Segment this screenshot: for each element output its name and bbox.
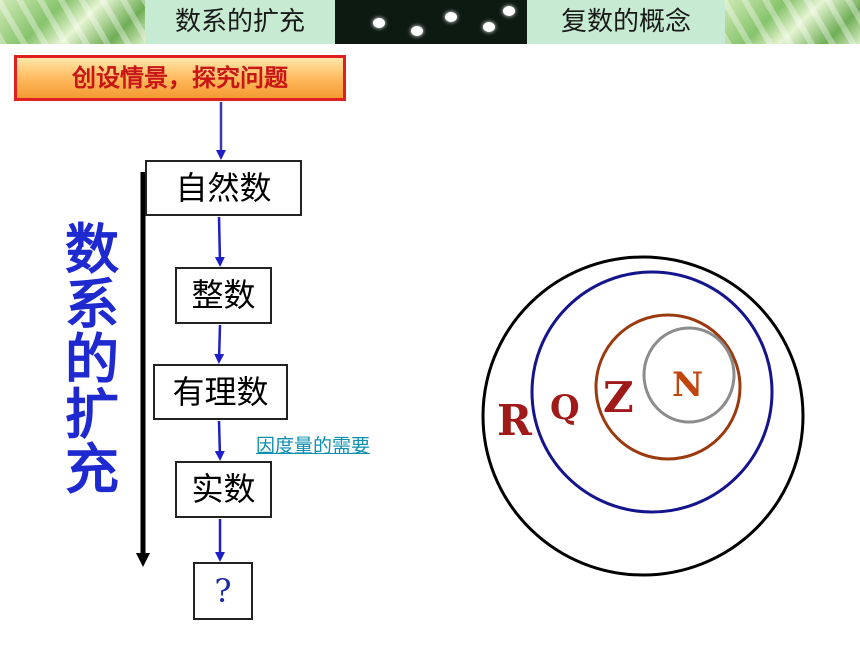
slide-header: 数系的扩充 复数的概念: [0, 0, 860, 44]
arrow-rational-to-real: [214, 420, 225, 461]
natural-set-label: N: [672, 365, 703, 405]
header-title-right: 复数的概念: [527, 0, 725, 44]
blossom-flower: [483, 22, 495, 32]
integer-set-circle: [594, 313, 742, 461]
rational-set-label: Q: [550, 388, 580, 428]
vertical-title-char: 的: [65, 327, 119, 391]
vertical-title-char: 数: [65, 217, 119, 281]
header-decoration-right: [725, 0, 860, 44]
unknown-numbers-box: ?: [193, 562, 253, 620]
blossom-flower: [445, 12, 457, 22]
header-title-left: 数系的扩充: [145, 0, 335, 44]
number-set-diagram: R Q Z N: [481, 255, 805, 577]
arrow-natural-to-integer: [214, 216, 225, 267]
header-decoration-left: [0, 0, 145, 44]
natural-numbers-box: 自然数: [145, 160, 302, 216]
blossom-flower: [373, 18, 385, 28]
vertical-title-char: 扩: [65, 382, 119, 446]
integer-set-label: Z: [603, 373, 634, 422]
real-set-circle: [481, 255, 805, 577]
integers-box: 整数: [175, 267, 272, 324]
vertical-title-char: 充: [65, 437, 119, 501]
real-numbers-box: 实数: [175, 461, 272, 518]
rational-numbers-box: 有理数: [153, 364, 288, 420]
header-blossom-image: [335, 0, 527, 44]
rational-set-circle: [530, 270, 774, 514]
arrow-integer-to-rational: [214, 324, 225, 364]
intro-button[interactable]: 创设情景，探究问题: [14, 55, 346, 101]
real-set-label: R: [497, 396, 533, 445]
measurement-need-link[interactable]: 因度量的需要: [256, 435, 371, 457]
natural-set-circle: [642, 326, 736, 424]
blossom-flower: [411, 26, 423, 36]
vertical-title-char: 系: [65, 272, 119, 336]
vertical-title: 数 系 的 扩 充: [60, 222, 124, 497]
blossom-flower: [503, 6, 515, 16]
